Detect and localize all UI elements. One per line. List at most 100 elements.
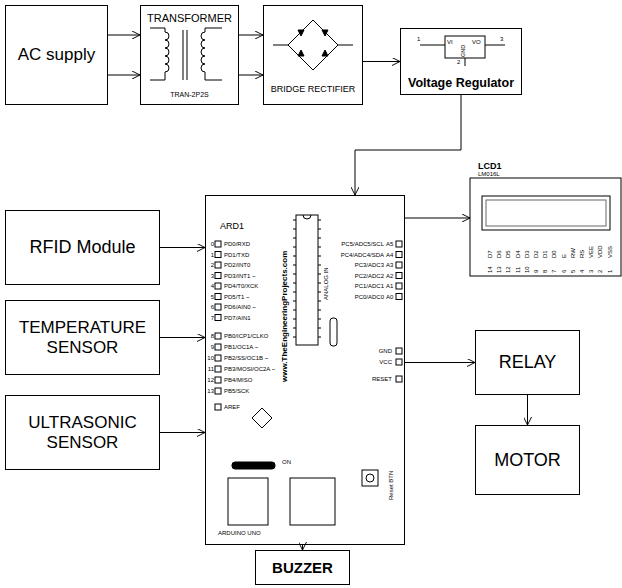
block-label: TRANSFORMER [147, 12, 232, 25]
pin-label: ANALOG IN [323, 267, 329, 300]
block-box: MOTOR [475, 425, 580, 495]
pin-square [215, 273, 221, 279]
pin-square [396, 359, 402, 365]
pin-label: PC3/ADC3 [355, 262, 384, 268]
pin-label: 1 [211, 252, 214, 258]
pin-label: GND [379, 348, 392, 354]
pin-square [396, 294, 402, 300]
pin-square [396, 262, 402, 268]
signal-arrow [160, 247, 205, 248]
block-label: ARD1 [220, 221, 244, 231]
pin-label: 4 [211, 283, 214, 289]
pin-label: D6 [496, 250, 502, 258]
pin-square [215, 283, 221, 289]
pin-label: 3 [211, 273, 214, 279]
pin-square [396, 376, 402, 382]
pin-square [215, 366, 221, 372]
pin-label: 11 [515, 267, 521, 273]
block-sublabel: LM016L [478, 171, 500, 178]
block-label: RELAY [499, 352, 557, 373]
pin-label: D2 [533, 250, 539, 258]
block-box: BUZZER [255, 550, 350, 585]
pin-label: RS [579, 250, 585, 258]
pin-label: 13 [496, 266, 502, 273]
signal-arrow [363, 61, 400, 62]
pin-square [396, 348, 402, 354]
signal-arrow [405, 218, 470, 219]
pin-label: D4 [515, 250, 521, 258]
pin-label: 1 [417, 36, 420, 42]
pin-label: 6 [211, 304, 214, 310]
pin-label: A1 [386, 283, 393, 289]
pin-label: D1 [542, 250, 548, 258]
pin-label: PC1/ADC1 [355, 283, 384, 289]
pin-label: PB1/OC1A ~ [224, 344, 258, 350]
signal-arrow [405, 362, 475, 363]
pin-square [215, 388, 221, 394]
signal-arrow [160, 337, 205, 338]
pin-label: PD5/T1 ~ [224, 294, 250, 300]
pin-label: A3 [386, 262, 393, 268]
signal-arrow [108, 75, 140, 76]
pin-square [215, 377, 221, 383]
pin-square [396, 283, 402, 289]
pin-label: PD0/RXD [224, 241, 250, 247]
signal-arrow [108, 35, 140, 36]
pin-square [215, 333, 221, 339]
pin-label: 7 [211, 315, 214, 321]
block-sublabel: TRAN-2P2S [170, 91, 209, 99]
pin-square [215, 294, 221, 300]
pin-label: ARDUINO UNO [218, 530, 261, 536]
bridge-symbol [273, 20, 353, 70]
pin-label: PC4/ADC4/SDA [341, 252, 384, 258]
signal-arrow [239, 75, 263, 76]
pin-label: A2 [386, 273, 393, 279]
pin-label: VEE [588, 246, 594, 258]
pin-label: PD2/INT0 [224, 262, 250, 268]
pin-label: 12 [505, 266, 511, 273]
pin-label: GND [461, 45, 467, 57]
signal-arrow [160, 432, 205, 433]
block-label: MOTOR [494, 450, 561, 471]
pin-label: 6 [561, 270, 567, 273]
pin-label: PC0/ADC0 [355, 294, 384, 300]
block-box: TRANSFORMER TRAN-2P2S [140, 5, 239, 105]
pin-label: 4 [579, 270, 585, 273]
pin-label: RESET [372, 376, 392, 382]
block-box: RFID Module [5, 210, 160, 285]
pin-label: D5 [505, 250, 511, 258]
pin-label: 14 [487, 266, 493, 273]
pin-label: 9 [533, 270, 539, 273]
pin-terminals [215, 220, 402, 410]
pin-label: 10 [207, 355, 214, 361]
pin-label: RW [570, 248, 576, 258]
pin-label: VO [472, 39, 481, 45]
pin-square [215, 355, 221, 361]
pin-label: 3 [500, 36, 503, 42]
block-label: BRIDGE RECTIFIER [271, 84, 356, 94]
pin-label: PB5/SCK [224, 388, 249, 394]
pin-label: PD1/TXD [224, 252, 249, 258]
block-label: RFID Module [29, 237, 135, 258]
pin-label: 12 [207, 377, 214, 383]
pin-label: PD7/AIN1 [224, 315, 251, 321]
block-label: AC supply [18, 45, 95, 65]
pin-label: PB4/MISO [224, 377, 252, 383]
pin-square [215, 404, 221, 410]
signal-arrow [239, 35, 263, 36]
pin-label: 0 [211, 241, 214, 247]
pin-label: 2 [211, 262, 214, 268]
pin-label: E [561, 254, 567, 258]
pin-square [396, 273, 402, 279]
regulator-symbol [420, 36, 505, 66]
pin-label: 5 [570, 270, 576, 273]
pin-label: A4 [386, 252, 393, 258]
pin-square [215, 344, 221, 350]
pin-label: PC5/ADC5/SCL [341, 241, 384, 247]
pin-label: 2 [457, 59, 460, 65]
pin-label: D3 [524, 250, 530, 258]
pin-label: Reset BTN [388, 471, 394, 500]
pin-label: D7 [487, 250, 493, 258]
pin-square [396, 252, 402, 258]
pin-label: 10 [524, 266, 530, 273]
